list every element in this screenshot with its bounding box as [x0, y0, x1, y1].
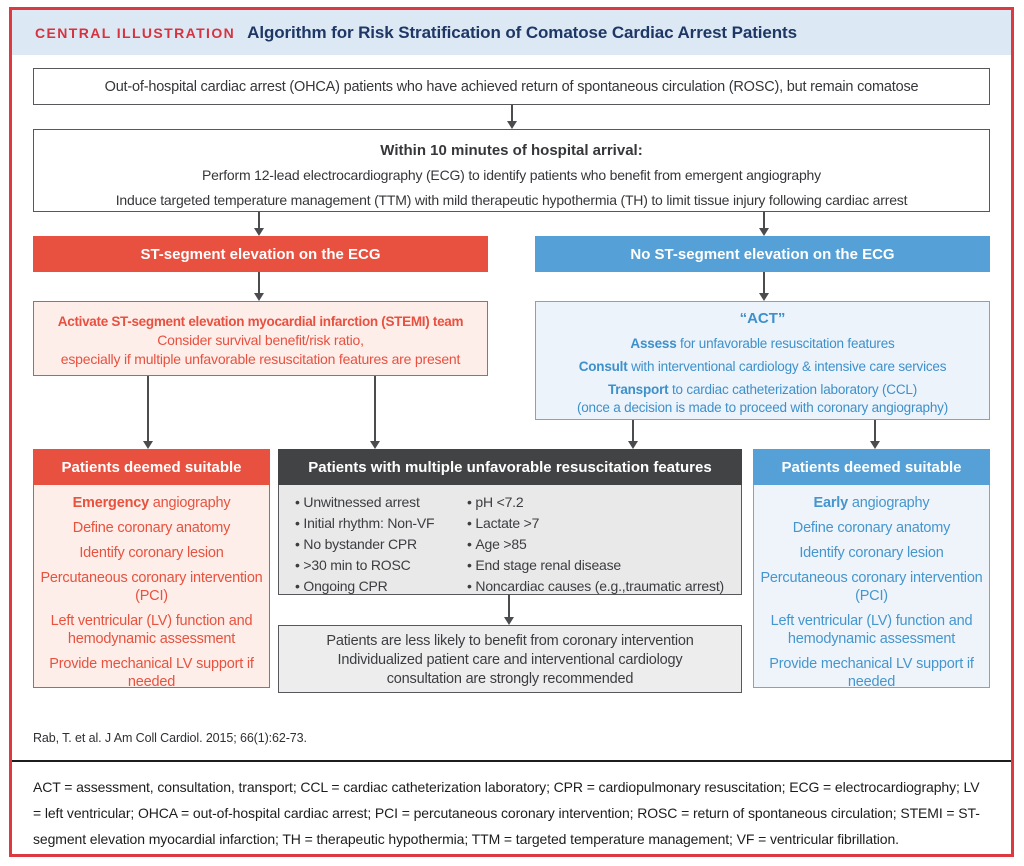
arrow-to-act-box	[763, 272, 765, 293]
list-item: Define coronary anatomy	[72, 520, 231, 536]
list-item: Unwitnessed arrest	[295, 492, 467, 513]
stemi-line-1: Activate ST-segment elevation myocardial…	[57, 314, 464, 329]
arrow-unfavorable-to-outcome	[508, 595, 510, 617]
stemi-team-box: Activate ST-segment elevation myocardial…	[33, 301, 488, 376]
arrival-line-1: Perform 12-lead electrocardiography (ECG…	[202, 167, 821, 183]
suitable-left-header: Patients deemed suitable	[33, 449, 270, 485]
no-st-elevation-header-label: No ST-segment elevation on the ECG	[630, 245, 895, 263]
arrival-box: Within 10 minutes of hospital arrival: P…	[33, 129, 990, 212]
act-title: “ACT”	[739, 310, 786, 327]
figure-title: Algorithm for Risk Stratification of Com…	[247, 22, 797, 42]
list-item: Early angiography	[813, 495, 930, 511]
outcome-line-3: consultation are strongly recommended	[386, 671, 634, 687]
arrival-title: Within 10 minutes of hospital arrival:	[380, 142, 643, 159]
list-item: No bystander CPR	[295, 534, 467, 555]
central-illustration-label: CENTRAL ILLUSTRATION	[35, 24, 236, 41]
abbreviations-text: ACT = assessment, consultation, transpor…	[33, 779, 980, 847]
act-note: (once a decision is made to proceed with…	[576, 400, 949, 415]
list-item: Lactate >7	[467, 513, 741, 534]
unfavorable-features-box: Patients with multiple unfavorable resus…	[278, 449, 742, 595]
list-item: Emergency angiography	[72, 495, 231, 511]
arrow-ohca-to-arrival	[511, 105, 513, 121]
arrow-act-to-right-suitable	[874, 420, 876, 441]
outcome-box: Patients are less likely to benefit from…	[278, 625, 742, 693]
list-item: Noncardiac causes (e.g.,traumatic arrest…	[467, 576, 741, 597]
footer-divider	[12, 760, 1011, 762]
arrow-to-stemi-box	[258, 272, 260, 293]
outcome-line-2: Individualized patient care and interven…	[337, 652, 683, 668]
st-elevation-header-label: ST-segment elevation on the ECG	[140, 245, 381, 263]
act-transport-line: Transport to cardiac catheterization lab…	[607, 382, 918, 397]
list-item: pH <7.2	[467, 492, 741, 513]
stemi-line-2: Consider survival benefit/risk ratio,	[157, 332, 364, 348]
ohca-box: Out-of-hospital cardiac arrest (OHCA) pa…	[33, 68, 990, 105]
arrow-to-no-st-header	[763, 212, 765, 228]
unfavorable-features-body: Unwitnessed arrest Initial rhythm: Non-V…	[278, 485, 742, 595]
suitable-right-box: Patients deemed suitable Early angiograp…	[753, 449, 990, 690]
list-item: Left ventricular (LV) function and hemod…	[770, 613, 973, 647]
list-item: Age >85	[467, 534, 741, 555]
suitable-left-box: Patients deemed suitable Emergency angio…	[33, 449, 270, 690]
no-st-elevation-header: No ST-segment elevation on the ECG	[535, 236, 990, 272]
suitable-left-body: Emergency angiography Define coronary an…	[33, 485, 270, 690]
act-consult-line: Consult with interventional cardiology &…	[578, 359, 947, 374]
suitable-right-body: Early angiography Define coronary anatom…	[753, 485, 990, 690]
unfavorable-column-2: pH <7.2 Lactate >7 Age >85 End stage ren…	[467, 492, 741, 594]
arrow-stemi-to-unfavorable	[374, 376, 376, 441]
arrow-stemi-to-left-suitable	[147, 376, 149, 441]
citation: Rab, T. et al. J Am Coll Cardiol. 2015; …	[33, 731, 307, 745]
unfavorable-features-header: Patients with multiple unfavorable resus…	[278, 449, 742, 485]
arrow-to-st-header	[258, 212, 260, 228]
list-item: >30 min to ROSC	[295, 555, 467, 576]
figure-header: CENTRAL ILLUSTRATION Algorithm for Risk …	[12, 10, 1011, 55]
list-item: End stage renal disease	[467, 555, 741, 576]
ohca-box-text: Out-of-hospital cardiac arrest (OHCA) pa…	[104, 78, 919, 95]
list-item: Left ventricular (LV) function and hemod…	[50, 613, 253, 647]
stemi-line-3: especially if multiple unfavorable resus…	[60, 351, 461, 367]
act-box: “ACT” Assess for unfavorable resuscitati…	[535, 301, 990, 420]
arrow-act-to-unfavorable	[632, 420, 634, 441]
list-item: Percutaneous coronary intervention (PCI)	[40, 570, 263, 604]
list-item: Percutaneous coronary intervention (PCI)	[760, 570, 983, 604]
unfavorable-column-1: Unwitnessed arrest Initial rhythm: Non-V…	[295, 492, 467, 594]
list-item: Define coronary anatomy	[792, 520, 951, 536]
arrival-line-2: Induce targeted temperature management (…	[115, 192, 908, 208]
list-item: Provide mechanical LV support if needed	[49, 656, 254, 690]
act-assess-line: Assess for unfavorable resuscitation fea…	[630, 336, 895, 351]
outcome-line-1: Patients are less likely to benefit from…	[326, 633, 694, 649]
list-item: Ongoing CPR	[295, 576, 467, 597]
list-item: Initial rhythm: Non-VF	[295, 513, 467, 534]
list-item: Identify coronary lesion	[799, 545, 944, 561]
suitable-right-header: Patients deemed suitable	[753, 449, 990, 485]
list-item: Identify coronary lesion	[79, 545, 224, 561]
list-item: Provide mechanical LV support if needed	[769, 656, 974, 690]
st-elevation-header: ST-segment elevation on the ECG	[33, 236, 488, 272]
